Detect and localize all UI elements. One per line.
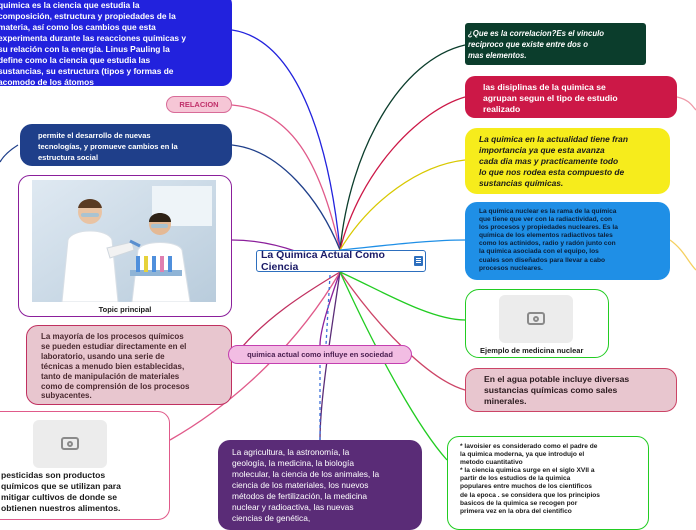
disciplinas-node[interactable]: las disiplinas de la quimica se agrupan … <box>465 76 677 118</box>
medicina-nuclear-label: Ejemplo de medicina nuclear <box>480 346 584 355</box>
influye-label: quimica actual como influye en sociedad <box>247 350 393 359</box>
agricultura-node[interactable]: La agricultura, la astronomía, la geolog… <box>218 440 422 530</box>
central-topic-label: La Quimica Actual Como Ciencia <box>261 250 385 272</box>
photo-placeholder <box>499 295 573 343</box>
influye-node[interactable]: quimica actual como influye en sociedad <box>228 345 412 364</box>
procesos-node[interactable]: La mayoría de los procesos químicos se p… <box>26 325 232 405</box>
lavoisier-node[interactable]: * lavoisier es considerado como el padre… <box>447 436 649 530</box>
nuclear-text: La química nuclear es la rama de la quím… <box>479 208 618 272</box>
desarrollo-text: permite el desarrollo de nuevas tecnolog… <box>38 131 178 162</box>
topic-principal-node[interactable]: Topic principal <box>18 175 232 317</box>
lab-scientists-image <box>32 180 216 302</box>
desarrollo-node[interactable]: permite el desarrollo de nuevas tecnolog… <box>20 124 232 166</box>
procesos-text: La mayoría de los procesos químicos se p… <box>41 332 190 401</box>
agricultura-text: La agricultura, la astronomía, la geolog… <box>232 447 380 523</box>
photo-placeholder <box>33 420 107 468</box>
pesticidas-node[interactable]: pesticidas son productos químicos que se… <box>0 411 170 520</box>
medicina-nuclear-node[interactable]: Ejemplo de medicina nuclear <box>465 289 609 358</box>
definition-text: quimica es la ciencia que estudia la com… <box>0 0 187 86</box>
relacion-node[interactable]: RELACION <box>166 96 232 113</box>
nuclear-node[interactable]: La química nuclear es la rama de la quím… <box>465 202 670 280</box>
actualidad-node[interactable]: La quimica en la actualidad tiene fran i… <box>465 128 670 194</box>
agua-node[interactable]: En el agua potable incluye diversas sust… <box>465 368 677 412</box>
definition-node[interactable]: quimica es la ciencia que estudia la com… <box>0 0 232 86</box>
correlacion-text: ¿Que es la correlacion?Es el vinculo rec… <box>468 29 605 60</box>
notes-icon[interactable] <box>414 256 423 266</box>
central-topic[interactable]: La Quimica Actual Como Ciencia <box>256 250 426 272</box>
disciplinas-text: las disiplinas de la quimica se agrupan … <box>483 82 618 114</box>
topic-principal-label: Topic principal <box>98 305 152 314</box>
camera-icon <box>61 437 79 450</box>
relacion-label: RELACION <box>179 100 219 109</box>
agua-text: En el agua potable incluye diversas sust… <box>484 374 630 406</box>
actualidad-text: La quimica en la actualidad tiene fran i… <box>479 134 628 188</box>
pesticidas-text: pesticidas son productos químicos que se… <box>1 470 121 513</box>
camera-icon <box>527 312 545 325</box>
lavoisier-text: * lavoisier es considerado como el padre… <box>460 443 600 515</box>
correlacion-node[interactable]: ¿Que es la correlacion?Es el vinculo rec… <box>465 23 646 65</box>
